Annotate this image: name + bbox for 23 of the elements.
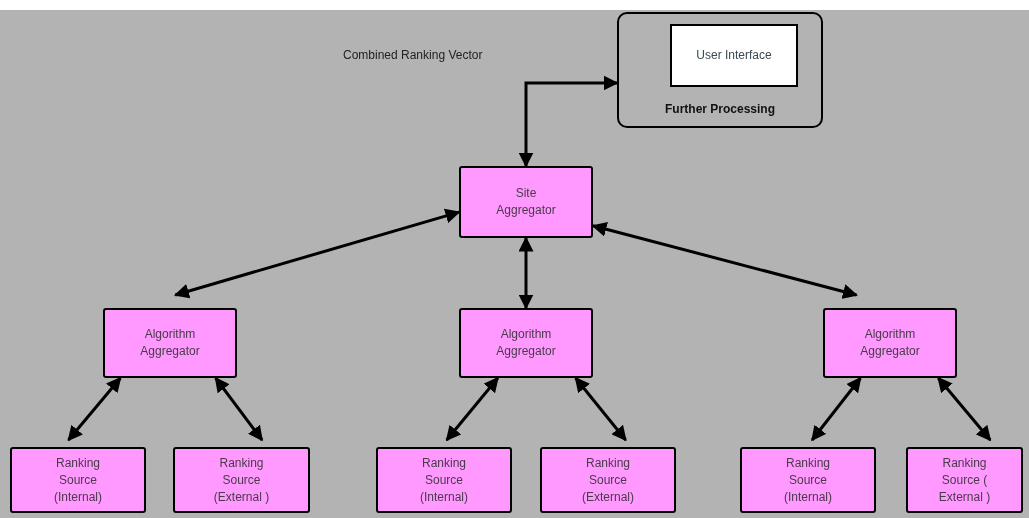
process-box: Ranking Source (Internal) — [10, 447, 146, 513]
group-title: Further Processing — [665, 101, 775, 118]
process-box: Algorithm Aggregator — [459, 308, 593, 378]
arrow — [518, 75, 619, 168]
arrow — [173, 208, 461, 299]
arrow — [574, 376, 627, 442]
arrow — [591, 221, 858, 299]
process-box: Ranking Source ( External ) — [906, 447, 1023, 513]
group-box — [617, 12, 823, 128]
arrow — [67, 376, 122, 442]
process-box: User Interface — [670, 24, 798, 87]
process-box: Ranking Source (External ) — [173, 447, 310, 513]
arrow — [937, 376, 992, 442]
process-box: Ranking Source (External) — [540, 447, 676, 513]
process-box: Algorithm Aggregator — [823, 308, 957, 378]
arrow — [810, 376, 862, 442]
process-box: Ranking Source (Internal) — [740, 447, 876, 513]
process-box: Ranking Source (Internal) — [376, 447, 512, 513]
process-box: Site Aggregator — [459, 166, 593, 238]
process-box: Algorithm Aggregator — [103, 308, 237, 378]
arrow — [214, 376, 264, 442]
arrow — [518, 236, 534, 310]
arrow — [445, 376, 499, 442]
